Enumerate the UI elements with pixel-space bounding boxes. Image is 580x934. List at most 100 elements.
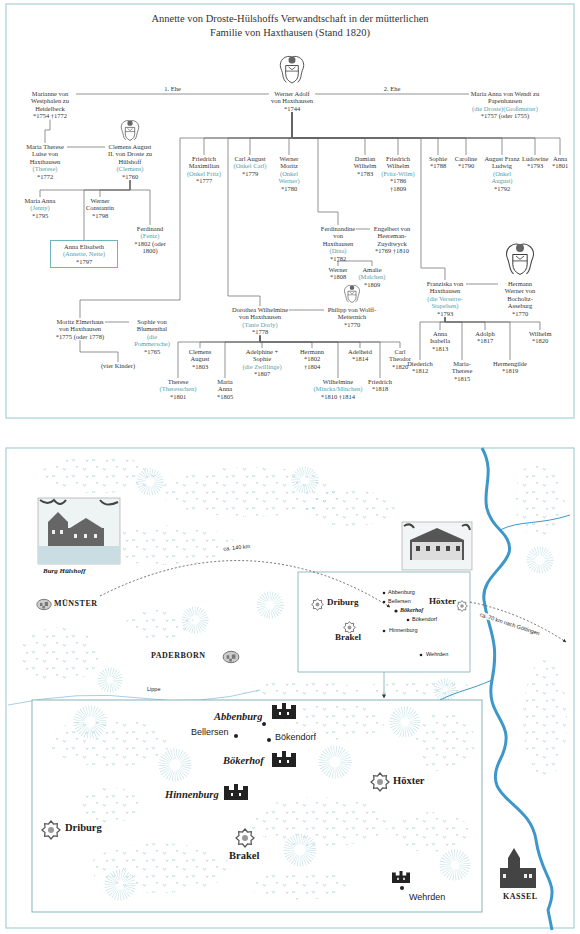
- dates: *1820: [529, 337, 551, 344]
- dates: *1790: [453, 162, 479, 169]
- dates: *1793: [424, 310, 466, 317]
- family-line: [105, 322, 129, 323]
- person-name: August Franz Ludwig: [482, 155, 522, 170]
- person-node: Amalie(Malchen)*1809: [358, 266, 387, 288]
- dates: *1778: [231, 328, 289, 335]
- dates: *1777: [184, 177, 224, 184]
- dates: *1809: [358, 281, 387, 288]
- dates: *1775 (oder 1778): [55, 333, 105, 340]
- person-name: Adolph: [474, 330, 496, 337]
- person-node: Moritz Elmerhaus von Haxthausen*1775 (od…: [55, 318, 105, 340]
- person-node: Werner Adolf von Haxthausen*1744: [269, 90, 315, 112]
- dates: *1795: [23, 212, 57, 219]
- family-line: [76, 94, 269, 95]
- person-name: Adelheid: [348, 348, 372, 355]
- nickname: (Malchen): [358, 273, 387, 280]
- nickname: (Onkel August): [482, 170, 522, 185]
- nickname: (Dina): [320, 247, 356, 254]
- person-node: Clemens August*1803: [187, 348, 213, 370]
- map-label: ca. 140 km: [222, 543, 251, 552]
- person-name: Wilhelm: [529, 330, 551, 337]
- person-node: Carl August(Onkel Carl)*1779: [233, 155, 267, 177]
- person-name: Marianne von Westphalen zu Heidelbeck: [24, 90, 76, 112]
- person-name: Maria Therese Luise von Haxthausen: [23, 143, 67, 165]
- map-label: Lippe: [146, 686, 161, 692]
- map-label: Bökendorf: [411, 616, 438, 622]
- person-name: Damian Wilhelm: [349, 155, 381, 170]
- person-node: Anna*1801: [551, 155, 569, 170]
- family-line: [204, 112, 292, 155]
- dates: *1779: [233, 170, 267, 177]
- family-line: [292, 112, 438, 155]
- dates: *1780: [270, 185, 308, 192]
- dates: *1769 †1810: [370, 247, 414, 254]
- person-node: Wilhelmine(Mincka/Minchen)*1810 †1814: [313, 378, 364, 400]
- person-node: Hermann*1802 †1804: [295, 348, 329, 370]
- person-node: Adelphine + Sophie(die Zwillinge)*1807: [236, 348, 288, 378]
- family-line: [292, 112, 502, 155]
- dates: *1793: [522, 162, 548, 169]
- family-line: [80, 340, 118, 362]
- family-line: [40, 180, 130, 197]
- person-node: Maria-Therese*1815: [447, 360, 477, 382]
- family-line: [445, 317, 485, 330]
- map-label: Driburg: [326, 598, 360, 608]
- map-label: MÜNSTER: [53, 600, 99, 609]
- family-line: [440, 317, 445, 330]
- person-name: Ferdinandine von Haxthausen: [320, 225, 356, 247]
- person-name: Sophie von Blumenthal: [129, 318, 175, 333]
- person-node: Ferdinand(Fentz)*1802 (oder 1800): [126, 225, 174, 255]
- highlight-box: Anna Elisabeth(Annette, Nette)*1797: [50, 240, 118, 268]
- map-label: Brakel: [228, 850, 260, 862]
- family-line: [178, 336, 260, 378]
- dates: *1770: [498, 310, 542, 317]
- map-label: Driburg: [64, 822, 103, 834]
- family-line: [67, 147, 105, 148]
- person-name: Ferdinand: [126, 225, 174, 232]
- dates: *1797: [54, 258, 114, 265]
- dates: *1802 (oder 1800): [126, 240, 174, 255]
- nickname: (Fentz): [126, 232, 174, 239]
- family-line: [292, 112, 398, 155]
- person-name: Werner: [327, 266, 349, 273]
- dates: *1757 (oder 1755): [469, 112, 541, 119]
- person-node: Werner Moritz(Onkel Werner)*1780: [270, 155, 308, 192]
- person-node: Maria Anna*1805: [214, 378, 236, 400]
- dates: *1814: [348, 355, 372, 362]
- person-name: Adelphine + Sophie: [236, 348, 288, 363]
- family-line: [250, 112, 292, 155]
- dates: *1802 †1804: [295, 355, 329, 370]
- person-node: (vier Kinder): [100, 362, 136, 369]
- family-line: [84, 180, 130, 240]
- dates: *1798: [83, 212, 117, 219]
- person-name: Caroline: [453, 155, 479, 162]
- nickname: (die Pommersche): [129, 333, 175, 348]
- dates: *1812: [407, 367, 433, 374]
- map-label: Bökerhof: [222, 755, 265, 767]
- nickname: (Fritz-Wilm): [381, 170, 415, 177]
- dates: *1792: [482, 185, 522, 192]
- person-node: Franziska von Haxthausen(die Verserre-St…: [424, 280, 466, 317]
- nickname: (Onkel Carl): [233, 162, 267, 169]
- person-name: Hermann Werner von Bocholtz-Asseburg: [498, 280, 542, 310]
- person-name: Friedrich Maximilian: [184, 155, 224, 170]
- nickname: (Mincka/Minchen): [313, 385, 364, 392]
- map-label: PADERBORN: [150, 652, 207, 661]
- person-name: Werner Moritz: [270, 155, 308, 170]
- dates: *1810 †1814: [313, 393, 364, 400]
- person-name: Maria Anna von Wendt zu Papenhausen: [469, 90, 541, 105]
- family-line: [338, 261, 372, 266]
- family-line: [445, 317, 540, 330]
- person-name: Friedrich Wilhelm: [381, 155, 415, 170]
- person-node: Sophie von Blumenthal(die Pommersche)*17…: [129, 318, 175, 355]
- person-name: Sophie: [427, 155, 449, 162]
- diagram-title: Annette von Droste-Hülshoffs Verwandtsch…: [135, 12, 445, 39]
- person-node: Wilhelm*1820: [529, 330, 551, 345]
- person-node: Hermengilde*1819: [493, 360, 527, 375]
- map-label: Bellersen: [387, 598, 412, 604]
- dates: *1820: [388, 363, 412, 370]
- dates: *1803: [187, 363, 213, 370]
- nickname: (Annette, Nette): [54, 250, 114, 257]
- nickname: (Onkel Fritz): [184, 170, 224, 177]
